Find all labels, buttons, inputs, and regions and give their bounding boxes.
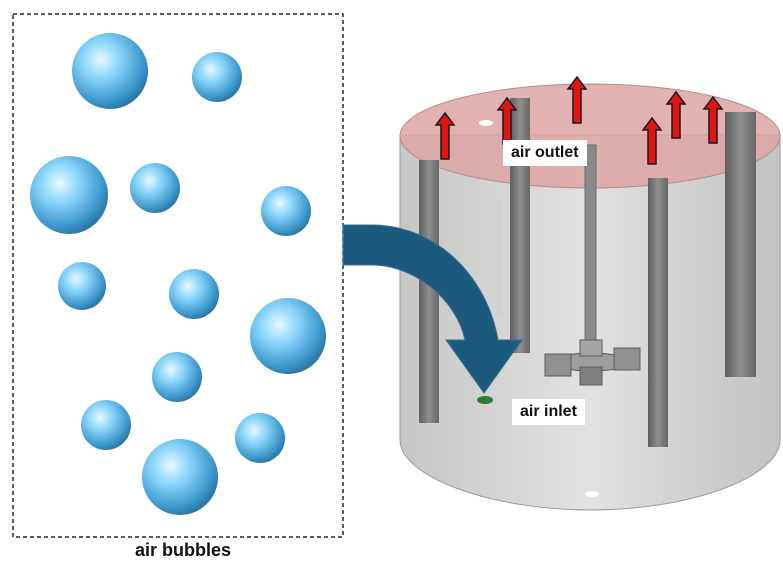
up-arrow-icon bbox=[665, 90, 687, 139]
outlet-arrows bbox=[434, 75, 724, 165]
air-inlet-label: air inlet bbox=[512, 399, 585, 425]
bubble bbox=[261, 186, 311, 236]
baffle bbox=[419, 160, 439, 423]
bubble bbox=[30, 156, 108, 234]
impeller-blade bbox=[579, 366, 603, 386]
bubble bbox=[169, 269, 219, 319]
bubble bbox=[235, 413, 285, 463]
air-outlet-label: air outlet bbox=[503, 140, 587, 166]
up-arrow-icon bbox=[566, 75, 588, 124]
tank-top-opening bbox=[479, 120, 493, 126]
bubble bbox=[72, 33, 148, 109]
bubble bbox=[58, 262, 106, 310]
bubble-group bbox=[30, 33, 326, 515]
bubble bbox=[142, 439, 218, 515]
up-arrow-icon bbox=[702, 95, 724, 144]
up-arrow-icon bbox=[641, 116, 663, 165]
bubble bbox=[192, 52, 242, 102]
air-inlet-marker bbox=[477, 396, 493, 404]
bubble-panel-border bbox=[12, 13, 344, 538]
bubble bbox=[81, 400, 131, 450]
up-arrow-icon bbox=[496, 96, 518, 145]
stirrer-shaft bbox=[584, 144, 597, 361]
impeller-blade bbox=[544, 353, 572, 377]
baffle bbox=[725, 112, 756, 377]
tank-bottom-port bbox=[585, 491, 599, 497]
bubble bbox=[250, 298, 326, 374]
bubble bbox=[130, 163, 180, 213]
sparger-tube bbox=[497, 200, 502, 315]
bubble bbox=[152, 352, 202, 402]
curved-down-arrow-icon bbox=[342, 224, 523, 394]
air-bubbles-caption: air bubbles bbox=[134, 540, 232, 560]
impeller-blade bbox=[613, 347, 641, 371]
baffle bbox=[510, 98, 530, 353]
up-arrow-icon bbox=[434, 111, 456, 160]
impeller-blade bbox=[579, 339, 603, 357]
baffle bbox=[648, 178, 668, 447]
